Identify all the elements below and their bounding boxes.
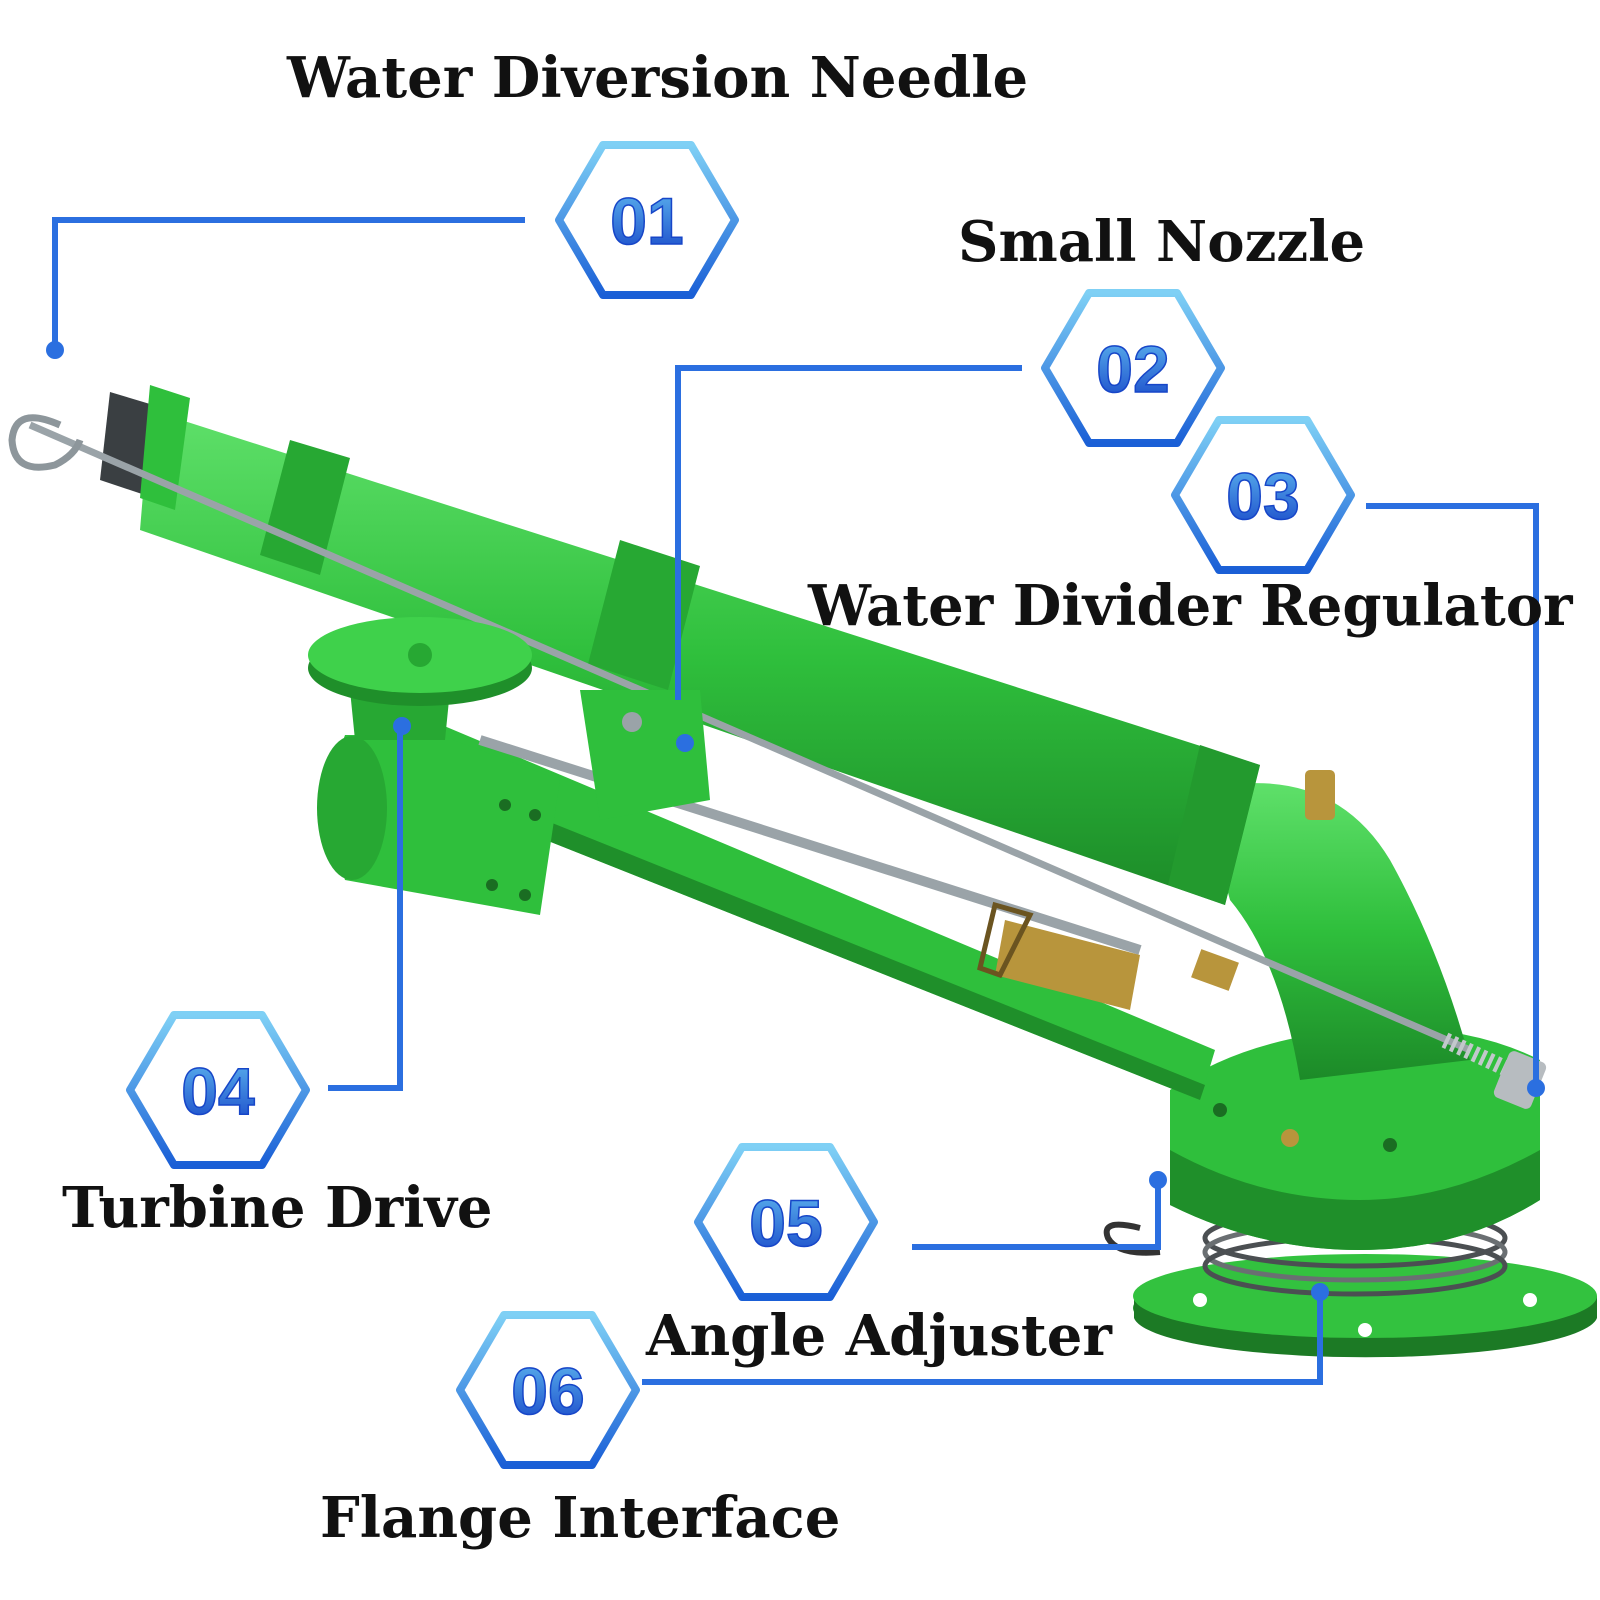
needle-spring	[1441, 1032, 1524, 1083]
leader-line-05	[912, 1183, 1161, 1250]
swivel-bolt	[1213, 1103, 1227, 1117]
label-water-diversion-needle: Water Diversion Needle	[287, 45, 1029, 111]
housing-bolt	[499, 799, 511, 811]
anchor-dot-02	[676, 734, 694, 752]
hexagon-badge-06: 06	[456, 1311, 640, 1469]
nozzle-clamp	[580, 690, 710, 820]
hexagon-outline	[126, 1011, 310, 1169]
hexagon-number-01: 01	[610, 184, 683, 258]
anchor-dot-01	[46, 341, 64, 359]
hexagon-outline	[1041, 289, 1225, 447]
housing-bolt	[486, 879, 498, 891]
hexagon-badges: 01 02 03 04 05 06	[126, 141, 1355, 1469]
hexagon-number-04: 04	[181, 1054, 255, 1128]
diversion-needle-rod	[28, 421, 1472, 1054]
housing-bolt	[519, 889, 531, 901]
turbine-end-cap	[317, 736, 387, 880]
main-barrel	[140, 410, 1260, 905]
housing-bolt	[529, 809, 541, 821]
anchor-dot-04	[393, 717, 411, 735]
needle-hook	[8, 414, 84, 471]
anchor-dot-05	[1149, 1171, 1167, 1189]
anchor-dot-06	[1311, 1283, 1329, 1301]
barrel-band	[588, 540, 700, 690]
brass-fitting	[1305, 770, 1335, 820]
hexagon-outline	[456, 1311, 640, 1469]
flange-bolt-hole	[1358, 1323, 1372, 1337]
hexagon-badge-05: 05	[694, 1143, 878, 1301]
label-small-nozzle: Small Nozzle	[958, 209, 1366, 275]
leader-line-04	[328, 720, 403, 1091]
flange-bolt-hole	[1523, 1293, 1537, 1307]
brass-mechanism	[995, 920, 1140, 1010]
brass-coupler	[1191, 949, 1239, 991]
hexagon-number-03: 03	[1226, 459, 1299, 533]
swivel-bolt	[1281, 1129, 1299, 1147]
flange-bolt-hole	[1193, 1293, 1207, 1307]
hexagon-number-05: 05	[749, 1186, 822, 1260]
anchor-dots	[46, 341, 1545, 1301]
brass-frame	[977, 901, 1034, 979]
hexagon-outline	[1171, 416, 1355, 574]
label-angle-adjuster: Angle Adjuster	[646, 1303, 1112, 1369]
hexagon-badge-01: 01	[555, 141, 739, 299]
hexagon-outline	[555, 141, 739, 299]
leader-lines	[52, 217, 1539, 1385]
label-flange-interface: Flange Interface	[320, 1485, 841, 1551]
barrel-band	[260, 440, 350, 575]
swivel-bolt	[1383, 1138, 1397, 1152]
barrel-band	[1168, 745, 1260, 905]
support-arm-shade	[420, 770, 1205, 1100]
angle-adjuster-clip	[1103, 1221, 1161, 1256]
gun-elbow	[1200, 783, 1470, 1080]
swivel-shade	[1170, 1150, 1540, 1250]
label-water-divider-regulator: Water Divider Regulator	[808, 573, 1573, 639]
hexagon-outline	[694, 1143, 878, 1301]
label-turbine-drive: Turbine Drive	[62, 1175, 493, 1241]
hexagon-badge-04: 04	[126, 1011, 310, 1169]
sprinkler-gun-illustration	[8, 385, 1597, 1358]
hexagon-number-06: 06	[511, 1354, 584, 1428]
leader-line-02	[675, 365, 1022, 700]
hexagon-badge-02: 02	[1041, 289, 1225, 447]
hexagon-badge-03: 03	[1171, 416, 1355, 574]
turbine-housing	[332, 735, 560, 915]
leader-line-01	[52, 217, 525, 342]
clamp-screw	[622, 712, 642, 732]
leader-line-06	[642, 1297, 1323, 1385]
anchor-dot-03	[1527, 1079, 1545, 1097]
hexagon-number-02: 02	[1096, 332, 1169, 406]
leader-line-03	[1366, 503, 1539, 1082]
turbine-hub	[408, 643, 432, 667]
